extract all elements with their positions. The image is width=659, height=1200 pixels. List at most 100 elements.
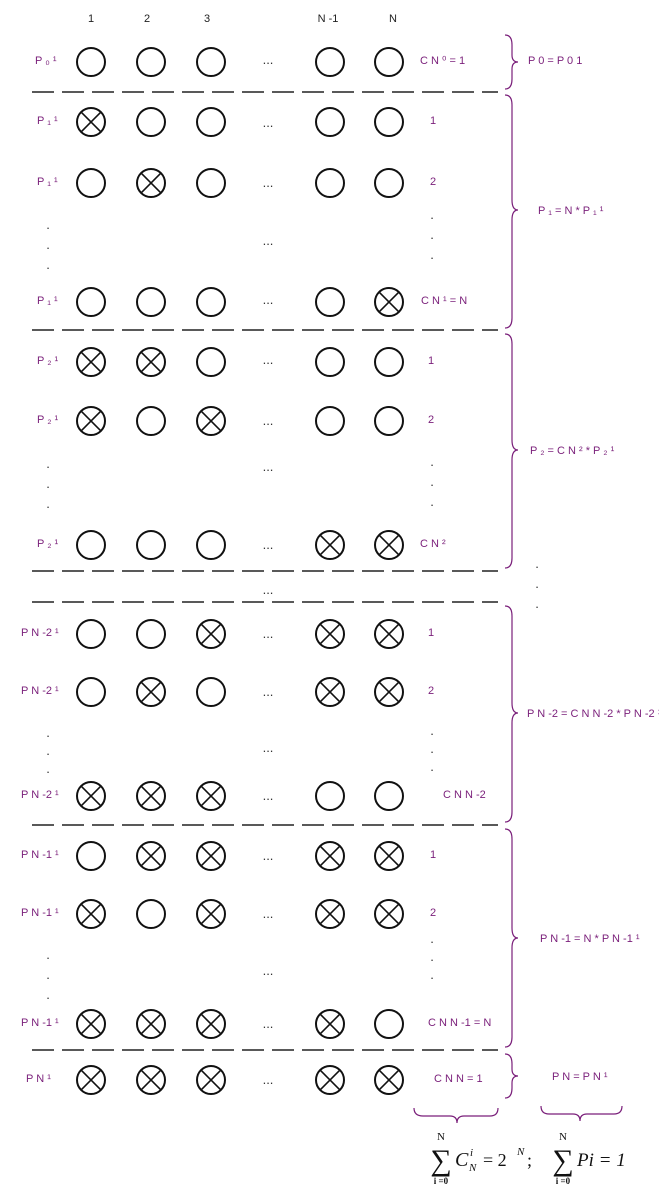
ellipsis: ... xyxy=(263,352,274,367)
vertical-dot: . xyxy=(46,987,50,1002)
row-probability-label: P N -2 ¹ xyxy=(21,789,59,801)
row-index-label: C N N -1 = N xyxy=(428,1017,491,1029)
ellipsis: ... xyxy=(263,537,274,552)
occupied-state-circle xyxy=(76,406,106,436)
empty-state-circle xyxy=(374,107,404,137)
row-index-label: 2 xyxy=(430,907,436,919)
empty-state-circle xyxy=(76,530,106,560)
occupied-state-circle xyxy=(315,1065,345,1095)
empty-state-circle xyxy=(374,1009,404,1039)
vertical-dot: . xyxy=(430,741,434,756)
row-index-label: C N ⁰ = 1 xyxy=(420,55,465,67)
sum-lower-limit: i =0 xyxy=(434,1176,449,1186)
cross-mark xyxy=(319,845,341,867)
occupied-state-circle xyxy=(196,619,226,649)
row-index-label: C N N = 1 xyxy=(434,1073,483,1085)
occupied-state-circle xyxy=(76,781,106,811)
vertical-dot: . xyxy=(430,949,434,964)
occupied-state-circle xyxy=(374,530,404,560)
column-header-2: 2 xyxy=(144,13,150,25)
sum-brace xyxy=(413,1107,499,1124)
formula-sum-probabilities: N ∑ i =0 Pi = 1 xyxy=(552,1131,625,1186)
occupied-state-circle xyxy=(76,1065,106,1095)
binomial-superscript: i xyxy=(470,1147,473,1159)
vertical-dot: . xyxy=(430,967,434,982)
row-index-label: C N N -2 xyxy=(443,789,486,801)
state-row: P N -2 ¹ C N N -2 xyxy=(21,781,486,811)
row-index-label: 1 xyxy=(430,115,436,127)
empty-state-circle xyxy=(76,677,106,707)
occupied-state-circle xyxy=(196,899,226,929)
brace xyxy=(504,34,519,90)
row-probability-label: P N -1 ¹ xyxy=(21,849,59,861)
row-probability-label: P ₁ ¹ xyxy=(37,176,58,188)
cross-mark xyxy=(140,785,162,807)
occupied-state-circle xyxy=(136,1009,166,1039)
empty-state-circle xyxy=(76,619,106,649)
cross-mark xyxy=(378,623,400,645)
row-index-label: 2 xyxy=(428,414,434,426)
row-index-label: 1 xyxy=(428,627,434,639)
brace xyxy=(504,1053,519,1099)
empty-state-circle xyxy=(196,347,226,377)
empty-state-circle xyxy=(196,287,226,317)
cross-mark xyxy=(200,845,222,867)
sum-brace xyxy=(540,1105,623,1122)
row-probability-label: P ₁ ¹ xyxy=(37,295,58,307)
ellipsis: ... xyxy=(263,848,274,863)
occupied-state-circle xyxy=(76,107,106,137)
empty-state-circle xyxy=(374,781,404,811)
cross-mark xyxy=(200,410,222,432)
vertical-dot: . xyxy=(46,456,50,471)
cross-mark xyxy=(378,534,400,556)
sum-lower-limit: i =0 xyxy=(556,1176,571,1186)
brace xyxy=(504,828,519,1048)
ellipsis-markers: ... ... ... ... ... ... ... ... ... ... … xyxy=(263,52,274,1087)
occupied-state-circle xyxy=(196,841,226,871)
ellipsis: ... xyxy=(263,1072,274,1087)
cross-mark xyxy=(200,903,222,925)
occupied-state-circle xyxy=(374,619,404,649)
cross-mark xyxy=(319,1013,341,1035)
cross-mark xyxy=(140,681,162,703)
row-probability-label: P N -2 ¹ xyxy=(21,685,59,697)
cross-mark xyxy=(319,903,341,925)
empty-state-circle xyxy=(76,47,106,77)
row-index-label: 1 xyxy=(430,849,436,861)
empty-state-circle xyxy=(374,47,404,77)
column-header-3: 3 xyxy=(204,13,210,25)
ellipsis: ... xyxy=(263,684,274,699)
empty-state-circle xyxy=(315,168,345,198)
state-row: P N -1 ¹ 1 xyxy=(21,841,436,871)
row-index-label: 2 xyxy=(428,685,434,697)
ellipsis: ... xyxy=(263,175,274,190)
row-probability-label: P ₁ ¹ xyxy=(37,115,58,127)
state-row: P N -2 ¹ 2 xyxy=(21,677,434,707)
empty-state-circle xyxy=(374,406,404,436)
occupied-state-circle xyxy=(136,168,166,198)
ellipsis: ... xyxy=(263,740,274,755)
group-braces xyxy=(413,34,623,1124)
empty-state-circle xyxy=(196,168,226,198)
state-row: P ₁ ¹ 1 xyxy=(37,107,436,137)
row-index-label: 1 xyxy=(428,355,434,367)
power-exponent: N xyxy=(516,1146,525,1158)
state-row: P ₁ ¹ C N ¹ = N xyxy=(37,287,467,317)
cross-mark xyxy=(200,623,222,645)
row-index-label: C N ² xyxy=(420,538,446,550)
group-formulas: P 0 = P 0 1 P ₁ = N * P ₁ ¹ P ₂ = C N ² … xyxy=(527,55,659,1083)
cross-mark xyxy=(378,291,400,313)
ellipsis: ... xyxy=(263,292,274,307)
sum-upper-limit: N xyxy=(559,1131,567,1143)
empty-state-circle xyxy=(196,47,226,77)
empty-state-circle xyxy=(374,347,404,377)
vertical-dot: . xyxy=(46,947,50,962)
cross-mark xyxy=(140,172,162,194)
empty-state-circle xyxy=(136,287,166,317)
row-index-label: C N ¹ = N xyxy=(421,295,467,307)
column-header-n-minus-1: N -1 xyxy=(318,13,339,25)
